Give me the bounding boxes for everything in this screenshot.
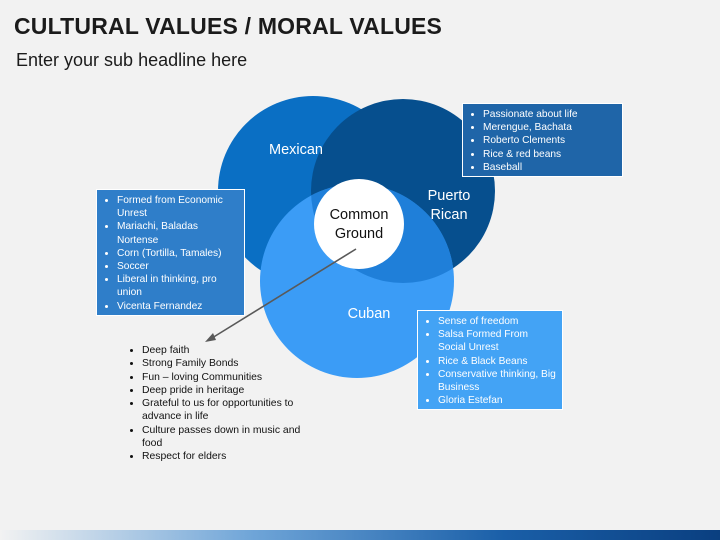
list-item: Strong Family Bonds xyxy=(142,357,305,370)
list-item: Deep faith xyxy=(142,344,305,357)
list-item: Merengue, Bachata xyxy=(483,121,618,134)
mexican-label: Mexican xyxy=(269,142,323,158)
list-item: Respect for elders xyxy=(142,450,305,463)
list-item: Roberto Clements xyxy=(483,134,618,147)
list-item: Liberal in thinking, pro union xyxy=(117,273,240,299)
arrow-line xyxy=(211,248,357,339)
puerto-rican-label: Puerto Rican xyxy=(418,187,480,225)
common-ground-circle xyxy=(314,179,404,269)
mexican-box: Formed from Economic Unrest Mariachi, Ba… xyxy=(96,189,245,316)
list-item: Formed from Economic Unrest xyxy=(117,194,240,220)
list-item: Deep pride in heritage xyxy=(142,384,305,397)
common-ground-list: Deep faith Strong Family Bonds Fun – lov… xyxy=(125,344,305,464)
common-ground-line1: Common xyxy=(329,207,389,223)
list-item: Soccer xyxy=(117,260,240,273)
list-item: Sense of freedom xyxy=(438,315,558,328)
puerto-rican-list: Passionate about life Merengue, Bachata … xyxy=(463,108,618,174)
list-item: Salsa Formed From Social Unrest xyxy=(438,328,558,354)
page-title: CULTURAL VALUES / MORAL VALUES xyxy=(14,13,443,39)
list-item: Rice & Black Beans xyxy=(438,355,558,368)
cuban-label: Cuban xyxy=(347,306,391,322)
list-item: Gloria Estefan xyxy=(438,394,558,407)
bottom-bar xyxy=(0,530,720,540)
list-item: Passionate about life xyxy=(483,108,618,121)
list-item: Conservative thinking, Big Business xyxy=(438,368,558,394)
list-item: Corn (Tortilla, Tamales) xyxy=(117,247,240,260)
puerto-rican-label-line1: Puerto xyxy=(427,188,471,204)
list-item: Fun – loving Communities xyxy=(142,371,305,384)
list-item: Culture passes down in music and food xyxy=(142,424,305,451)
page-subtitle: Enter your sub headline here xyxy=(16,50,248,70)
list-item: Mariachi, Baladas Nortense xyxy=(117,220,240,246)
cuban-list: Sense of freedom Salsa Formed From Socia… xyxy=(418,315,558,407)
list-item: Baseball xyxy=(483,161,618,174)
mexican-list: Formed from Economic Unrest Mariachi, Ba… xyxy=(97,194,240,313)
list-item: Rice & red beans xyxy=(483,148,618,161)
puerto-rican-box: Passionate about life Merengue, Bachata … xyxy=(462,103,623,177)
arrow-head-icon xyxy=(205,333,216,342)
common-ground-label: Common Ground xyxy=(318,206,400,244)
list-item: Grateful to us for opportunities to adva… xyxy=(142,397,305,424)
cuban-box: Sense of freedom Salsa Formed From Socia… xyxy=(417,310,563,410)
puerto-rican-label-line2: Rican xyxy=(430,207,468,223)
list-item: Vicenta Fernandez xyxy=(117,300,240,313)
common-ground-line2: Ground xyxy=(334,226,384,242)
